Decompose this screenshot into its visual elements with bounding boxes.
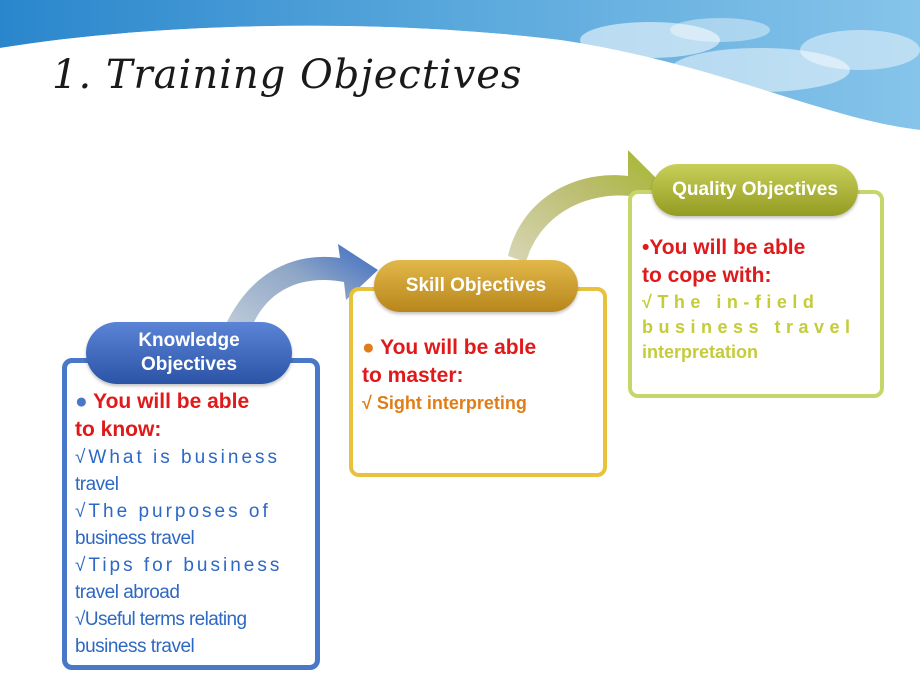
- quality-item-line1: √The in-field: [642, 292, 820, 312]
- quality-objectives-header: Quality Objectives: [652, 164, 858, 216]
- quality-item: √The in-field business travel interpreta…: [642, 290, 872, 365]
- knowledge-lead: ● You will be able to know:: [75, 388, 315, 444]
- knowledge-item-1-line1: √What is business: [75, 447, 281, 468]
- bullet-icon: ●: [362, 336, 375, 359]
- quality-lead: •You will be able to cope with:: [642, 234, 872, 290]
- skill-box: [349, 287, 607, 477]
- bullet-icon: ●: [75, 390, 88, 413]
- knowledge-item: √The purposes of business travel: [75, 498, 315, 552]
- knowledge-item-3-line1: √Tips for business: [75, 555, 283, 576]
- skill-content: ● You will be able to master: √ Sight in…: [362, 334, 600, 416]
- quality-content: •You will be able to cope with: √The in-…: [642, 234, 872, 365]
- sky-banner: [0, 0, 920, 140]
- knowledge-lead-line2: to know:: [75, 418, 162, 441]
- knowledge-item: √Tips for business travel abroad: [75, 552, 315, 606]
- knowledge-content: ● You will be able to know: √What is bus…: [75, 388, 315, 660]
- arrow-skill-to-quality: [508, 150, 664, 262]
- knowledge-item-3-line2: travel abroad: [75, 582, 180, 603]
- skill-objectives-header: Skill Objectives: [374, 260, 578, 312]
- knowledge-item: √What is business travel: [75, 444, 315, 498]
- skill-lead-line1: You will be able: [380, 336, 537, 359]
- quality-lead-line2: to cope with:: [642, 264, 772, 287]
- quality-item-line2: business travel: [642, 317, 856, 337]
- knowledge-item-4-line2: business travel: [75, 636, 195, 657]
- knowledge-item-1-line2: travel: [75, 474, 119, 495]
- knowledge-item-4-line1: √Useful terms relating: [75, 609, 247, 630]
- arrow-knowledge-to-skill: [220, 244, 378, 344]
- knowledge-item-2-line2: business travel: [75, 528, 195, 549]
- quality-item-line3: interpretation: [642, 342, 759, 362]
- skill-lead: ● You will be able to master:: [362, 334, 600, 390]
- knowledge-objectives-header: Knowledge Objectives: [86, 322, 292, 384]
- skill-item: √ Sight interpreting: [362, 393, 527, 413]
- slide-title: 1. Training Objectives: [52, 52, 523, 98]
- knowledge-box: [62, 358, 320, 670]
- knowledge-header-line1: Knowledge: [138, 330, 240, 352]
- skill-lead-line2: to master:: [362, 364, 464, 387]
- knowledge-header-line2: Objectives: [140, 354, 238, 375]
- knowledge-item-2-line1: √The purposes of: [75, 501, 271, 522]
- knowledge-item: √Useful terms relating business travel: [75, 606, 315, 660]
- knowledge-lead-line1: You will be able: [93, 390, 250, 413]
- quality-lead-line1: •You will be able: [642, 236, 806, 259]
